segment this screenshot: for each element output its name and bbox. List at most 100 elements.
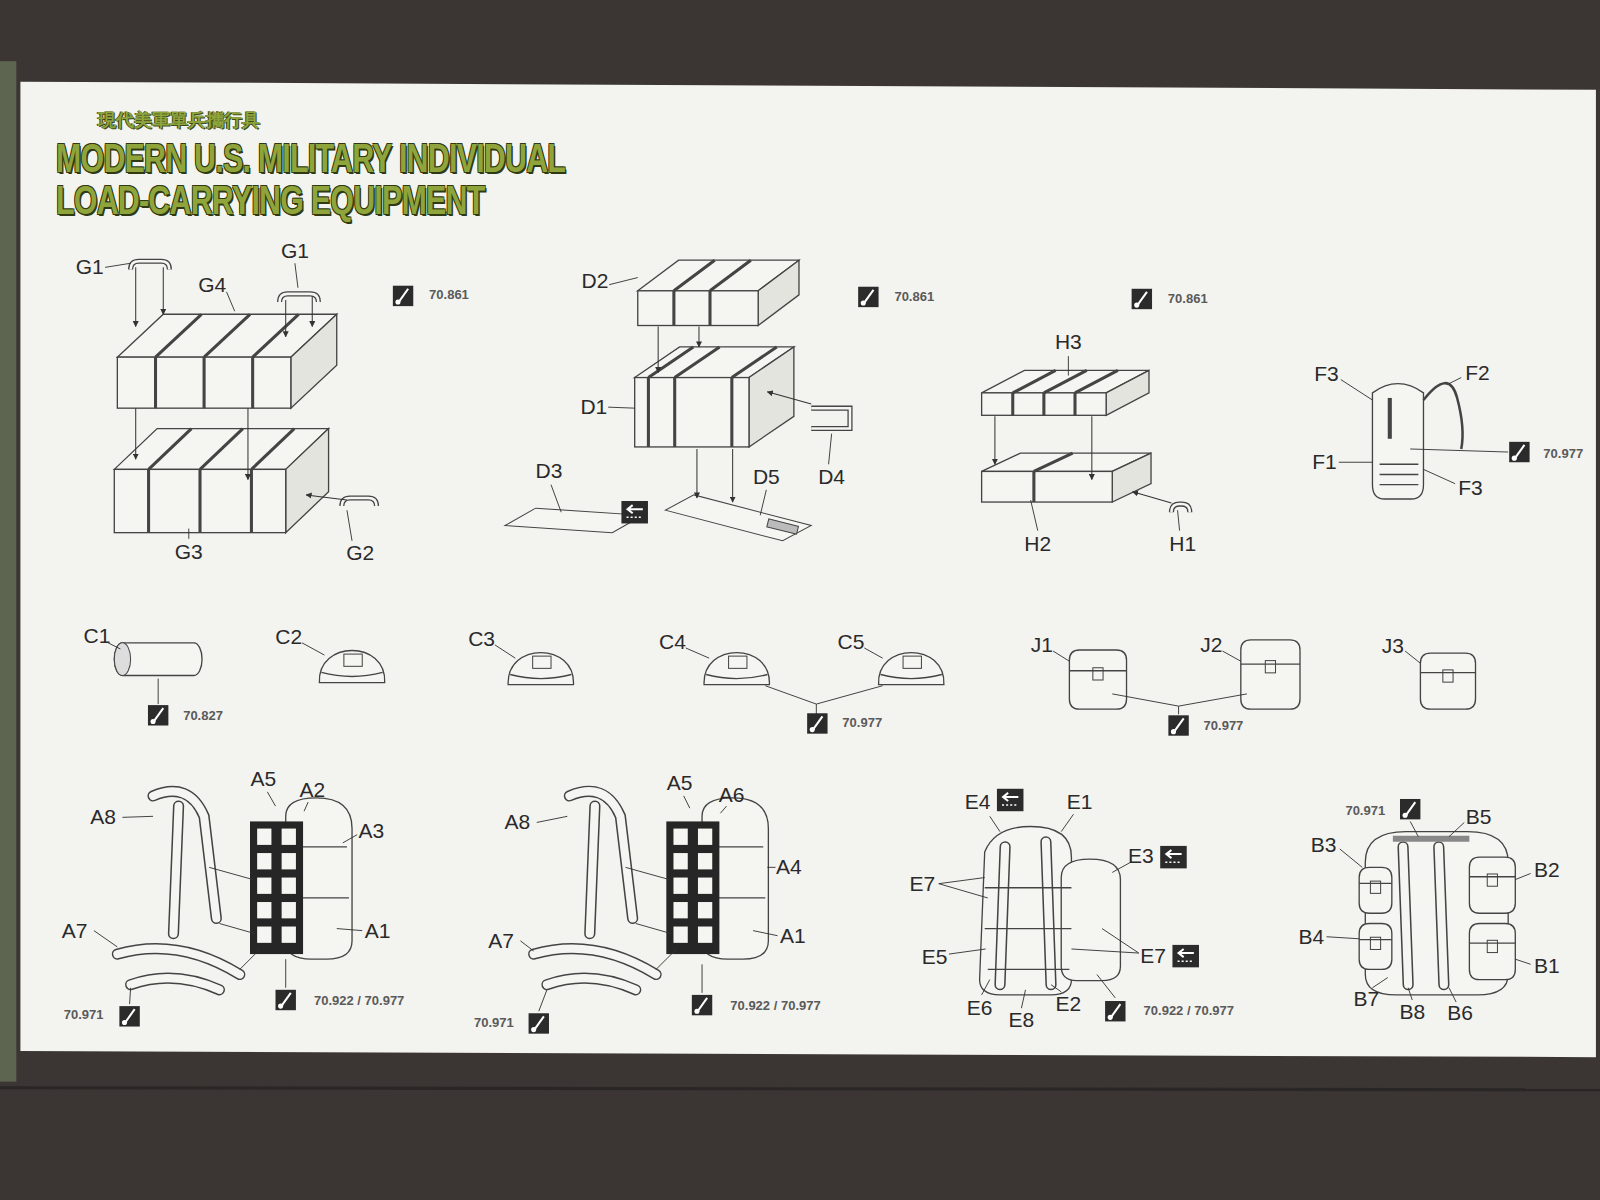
edge-stripe <box>0 61 16 1081</box>
paint-code: 70.971 <box>474 1016 514 1030</box>
part-number: C2 <box>275 625 302 648</box>
mat-c1 <box>114 643 202 676</box>
assembly-arrow <box>698 327 699 347</box>
leader-line <box>219 923 255 933</box>
belt-a7 <box>117 949 239 975</box>
helmet-c2 <box>319 651 384 683</box>
leader-line <box>188 529 189 539</box>
paint-code: 70.971 <box>1345 804 1385 818</box>
flip-arrow <box>1166 850 1181 858</box>
box-rib <box>204 314 250 357</box>
paint-code: 70.977 <box>1204 718 1244 732</box>
leader-line <box>1097 974 1115 997</box>
part-number: B2 <box>1534 859 1560 882</box>
assembly-arrow <box>306 495 347 500</box>
paint-code: 70.861 <box>1168 292 1208 306</box>
leader-line <box>1031 500 1038 531</box>
frame-cutout <box>282 902 296 918</box>
part-number: B3 <box>1311 833 1337 856</box>
box-rib <box>147 469 150 532</box>
part-number: A1 <box>780 924 806 947</box>
strap-e <box>1000 847 1005 985</box>
assembly-arrow <box>658 327 659 373</box>
helmet-c5 <box>879 653 944 685</box>
box-side <box>1112 453 1151 502</box>
pouch-flap <box>1359 939 1392 940</box>
leader-line <box>285 959 286 988</box>
frame-cutout <box>257 853 271 869</box>
leader-line <box>539 990 547 1011</box>
handle-g2 <box>342 498 377 506</box>
frame-cutout <box>673 853 687 869</box>
box-rib <box>1075 370 1118 392</box>
leader-line <box>295 263 298 287</box>
mat-end <box>114 643 130 676</box>
flip-arrow <box>1165 861 1179 863</box>
box-rib <box>251 429 294 470</box>
pouch-e3 <box>1061 859 1120 980</box>
leader-line <box>1515 873 1530 879</box>
leader-line <box>495 645 515 658</box>
box-rib <box>149 429 192 470</box>
leader-line <box>949 949 986 954</box>
part-number: B4 <box>1298 925 1324 948</box>
frame-cutout <box>698 829 712 845</box>
helmet-rail <box>706 674 767 678</box>
paint-code: 70.977 <box>1543 447 1583 461</box>
pack-strap <box>712 847 765 898</box>
pouch-flap <box>1420 672 1475 673</box>
paint-drop <box>1108 1015 1113 1020</box>
part-number: B5 <box>1466 806 1492 829</box>
leader-line <box>990 816 1000 831</box>
leader-line <box>760 490 766 516</box>
handle-b <box>1393 836 1470 842</box>
pouch-buckle <box>1487 874 1497 886</box>
strap-a8 <box>153 791 216 918</box>
assembly-arrow <box>163 267 164 314</box>
box-rib <box>250 469 253 532</box>
assembly-arrow <box>1091 416 1092 479</box>
pouch-flap <box>1359 883 1392 884</box>
paint-drop <box>122 1020 127 1025</box>
part-number: D1 <box>580 396 607 419</box>
part-number: H3 <box>1055 330 1082 353</box>
box-front <box>635 378 749 447</box>
leader-line <box>1372 978 1387 988</box>
leader-line <box>209 867 253 879</box>
assembly-arrow <box>1133 492 1172 503</box>
leader-line <box>720 806 726 813</box>
box-rib <box>198 469 201 532</box>
frame-cutout <box>257 878 271 894</box>
strap-b <box>1439 847 1444 985</box>
leader-line <box>656 949 676 969</box>
part-number: E4 <box>965 790 991 813</box>
paint-drop <box>810 727 815 732</box>
leader-line <box>1408 988 1412 1000</box>
box-rib <box>251 357 254 408</box>
frame-cutout <box>673 927 687 943</box>
pack-strap <box>296 847 349 898</box>
strap-a8 <box>569 791 632 918</box>
frame-cutout <box>257 927 271 943</box>
paint-icon <box>858 287 878 307</box>
box-lid-d2 <box>638 260 799 325</box>
strap-a8 <box>173 806 178 934</box>
leader-line <box>864 648 882 658</box>
pouch-buckle <box>1265 661 1275 673</box>
box-side <box>291 314 337 408</box>
frame-cutout <box>282 853 296 869</box>
paint-drop <box>531 1027 536 1032</box>
box-rib <box>647 378 650 447</box>
paint-code: 70.861 <box>894 290 934 304</box>
strap-b <box>1403 847 1408 985</box>
helmet-rail <box>510 674 571 678</box>
assembly-arrow <box>135 408 136 459</box>
plate-slide <box>767 519 799 534</box>
part-number: F2 <box>1465 362 1490 385</box>
strap-a8 <box>569 791 632 918</box>
belt-a7 <box>131 978 220 990</box>
leader-line <box>684 796 690 808</box>
part-number: H2 <box>1024 532 1051 555</box>
leader-line <box>1178 706 1179 714</box>
flip-arrow <box>1003 793 1018 801</box>
